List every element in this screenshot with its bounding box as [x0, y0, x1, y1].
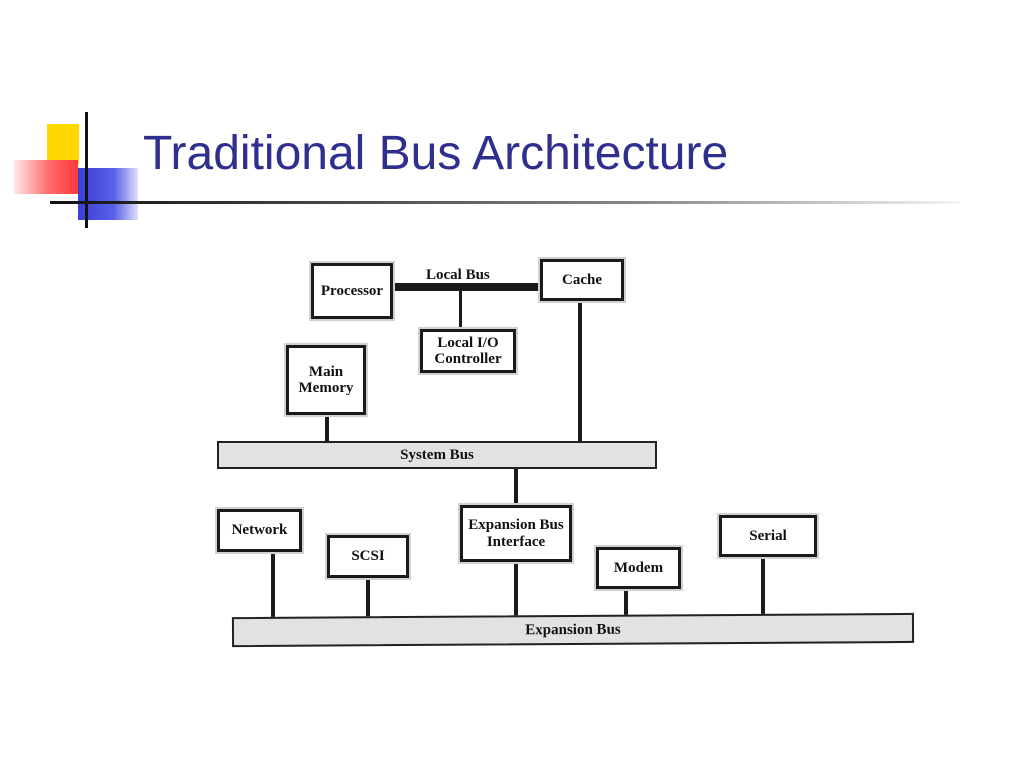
title-underline	[50, 201, 960, 204]
modem-box: Modem	[596, 547, 681, 589]
wire-scsi-to-expansionbus	[366, 578, 370, 624]
processor-box: Processor	[311, 263, 393, 319]
wire-serial-to-expansionbus	[761, 557, 765, 615]
wire-network-to-expansionbus	[271, 552, 275, 624]
expansion-bus: Expansion Bus	[231, 612, 915, 648]
local-bus-label: Local Bus	[426, 267, 490, 283]
wire-memory-to-systembus	[325, 415, 329, 443]
system-bus: System Bus	[217, 441, 657, 469]
wire-systembus-to-expansion-interface	[514, 469, 518, 505]
main-memory-box: Main Memory	[286, 345, 366, 415]
serial-box: Serial	[719, 515, 817, 557]
serial-label: Serial	[749, 527, 787, 544]
expansion-bus-interface-box: Expansion Bus Interface	[460, 505, 572, 562]
local-io-controller-label: Local I/O Controller	[434, 334, 502, 368]
decor-yellow-square	[47, 124, 79, 164]
system-bus-label: System Bus	[400, 446, 474, 463]
expansion-bus-interface-label: Expansion Bus Interface	[468, 517, 564, 550]
wire-expansion-interface-to-expansionbus	[514, 562, 518, 624]
wire-modem-to-expansionbus	[624, 588, 628, 618]
processor-label: Processor	[320, 282, 384, 299]
wire-cache-to-systembus	[578, 300, 582, 442]
main-memory-label: Main Memory	[298, 363, 354, 397]
bus-architecture-diagram: Local Bus Processor Cache Local I/O Cont…	[200, 245, 925, 665]
local-io-controller-box: Local I/O Controller	[420, 329, 516, 373]
network-label: Network	[231, 522, 288, 539]
decor-red-square	[14, 160, 78, 194]
scsi-box: SCSI	[327, 535, 409, 578]
scsi-label: SCSI	[351, 548, 385, 565]
network-box: Network	[217, 509, 302, 552]
decor-vertical-line	[85, 112, 88, 228]
slide-title: Traditional Bus Architecture	[143, 127, 729, 180]
wire-localbus-to-io	[459, 291, 462, 331]
local-bus-line	[390, 283, 542, 291]
decor-blue-square	[78, 168, 138, 220]
cache-box: Cache	[540, 259, 624, 301]
modem-label: Modem	[613, 559, 664, 576]
cache-label: Cache	[562, 271, 602, 288]
expansion-bus-label: Expansion Bus	[525, 621, 621, 638]
